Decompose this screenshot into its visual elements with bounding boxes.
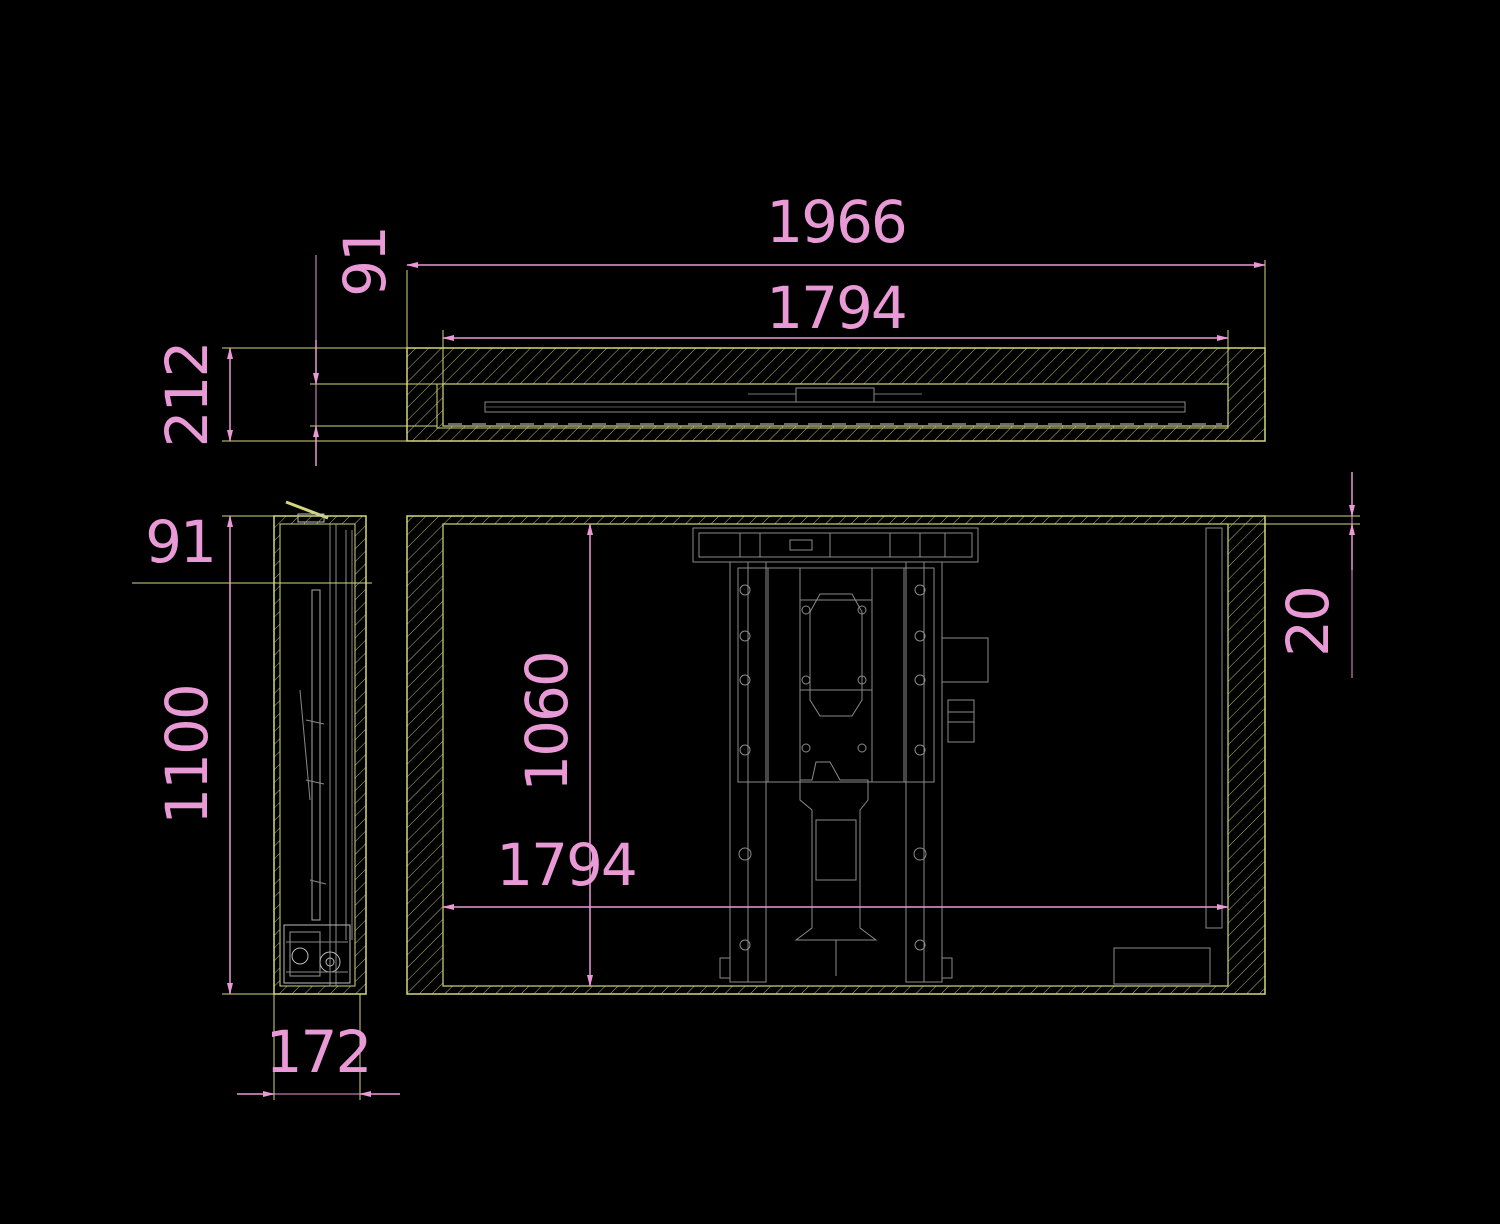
top-depth-label: 212 xyxy=(153,343,221,448)
front-view-mechanism xyxy=(692,527,1223,985)
front-wall-label: 20 xyxy=(1274,587,1342,657)
front-inner-height-label: 1060 xyxy=(513,652,581,792)
top-offset-label: 91 xyxy=(331,227,399,297)
side-depth-label: 172 xyxy=(266,1018,371,1086)
side-view-lid xyxy=(285,500,329,520)
top-view: 1966 1794 212 91 xyxy=(153,188,1266,466)
top-overall-width-label: 1966 xyxy=(766,188,906,256)
top-inner-width-label: 1794 xyxy=(766,274,906,342)
side-view-motor xyxy=(283,924,351,984)
front-view: 1060 1794 20 xyxy=(406,472,1360,995)
side-height-label: 1100 xyxy=(153,685,221,825)
top-view-mechanism xyxy=(795,387,875,403)
side-view-cavity xyxy=(279,523,356,987)
side-view: 1100 91 172 xyxy=(132,500,400,1100)
side-view-rail xyxy=(311,589,321,921)
front-inner-width-label: 1794 xyxy=(496,831,636,899)
top-view-cavity xyxy=(442,383,1229,427)
side-offset-label: 91 xyxy=(145,508,215,576)
